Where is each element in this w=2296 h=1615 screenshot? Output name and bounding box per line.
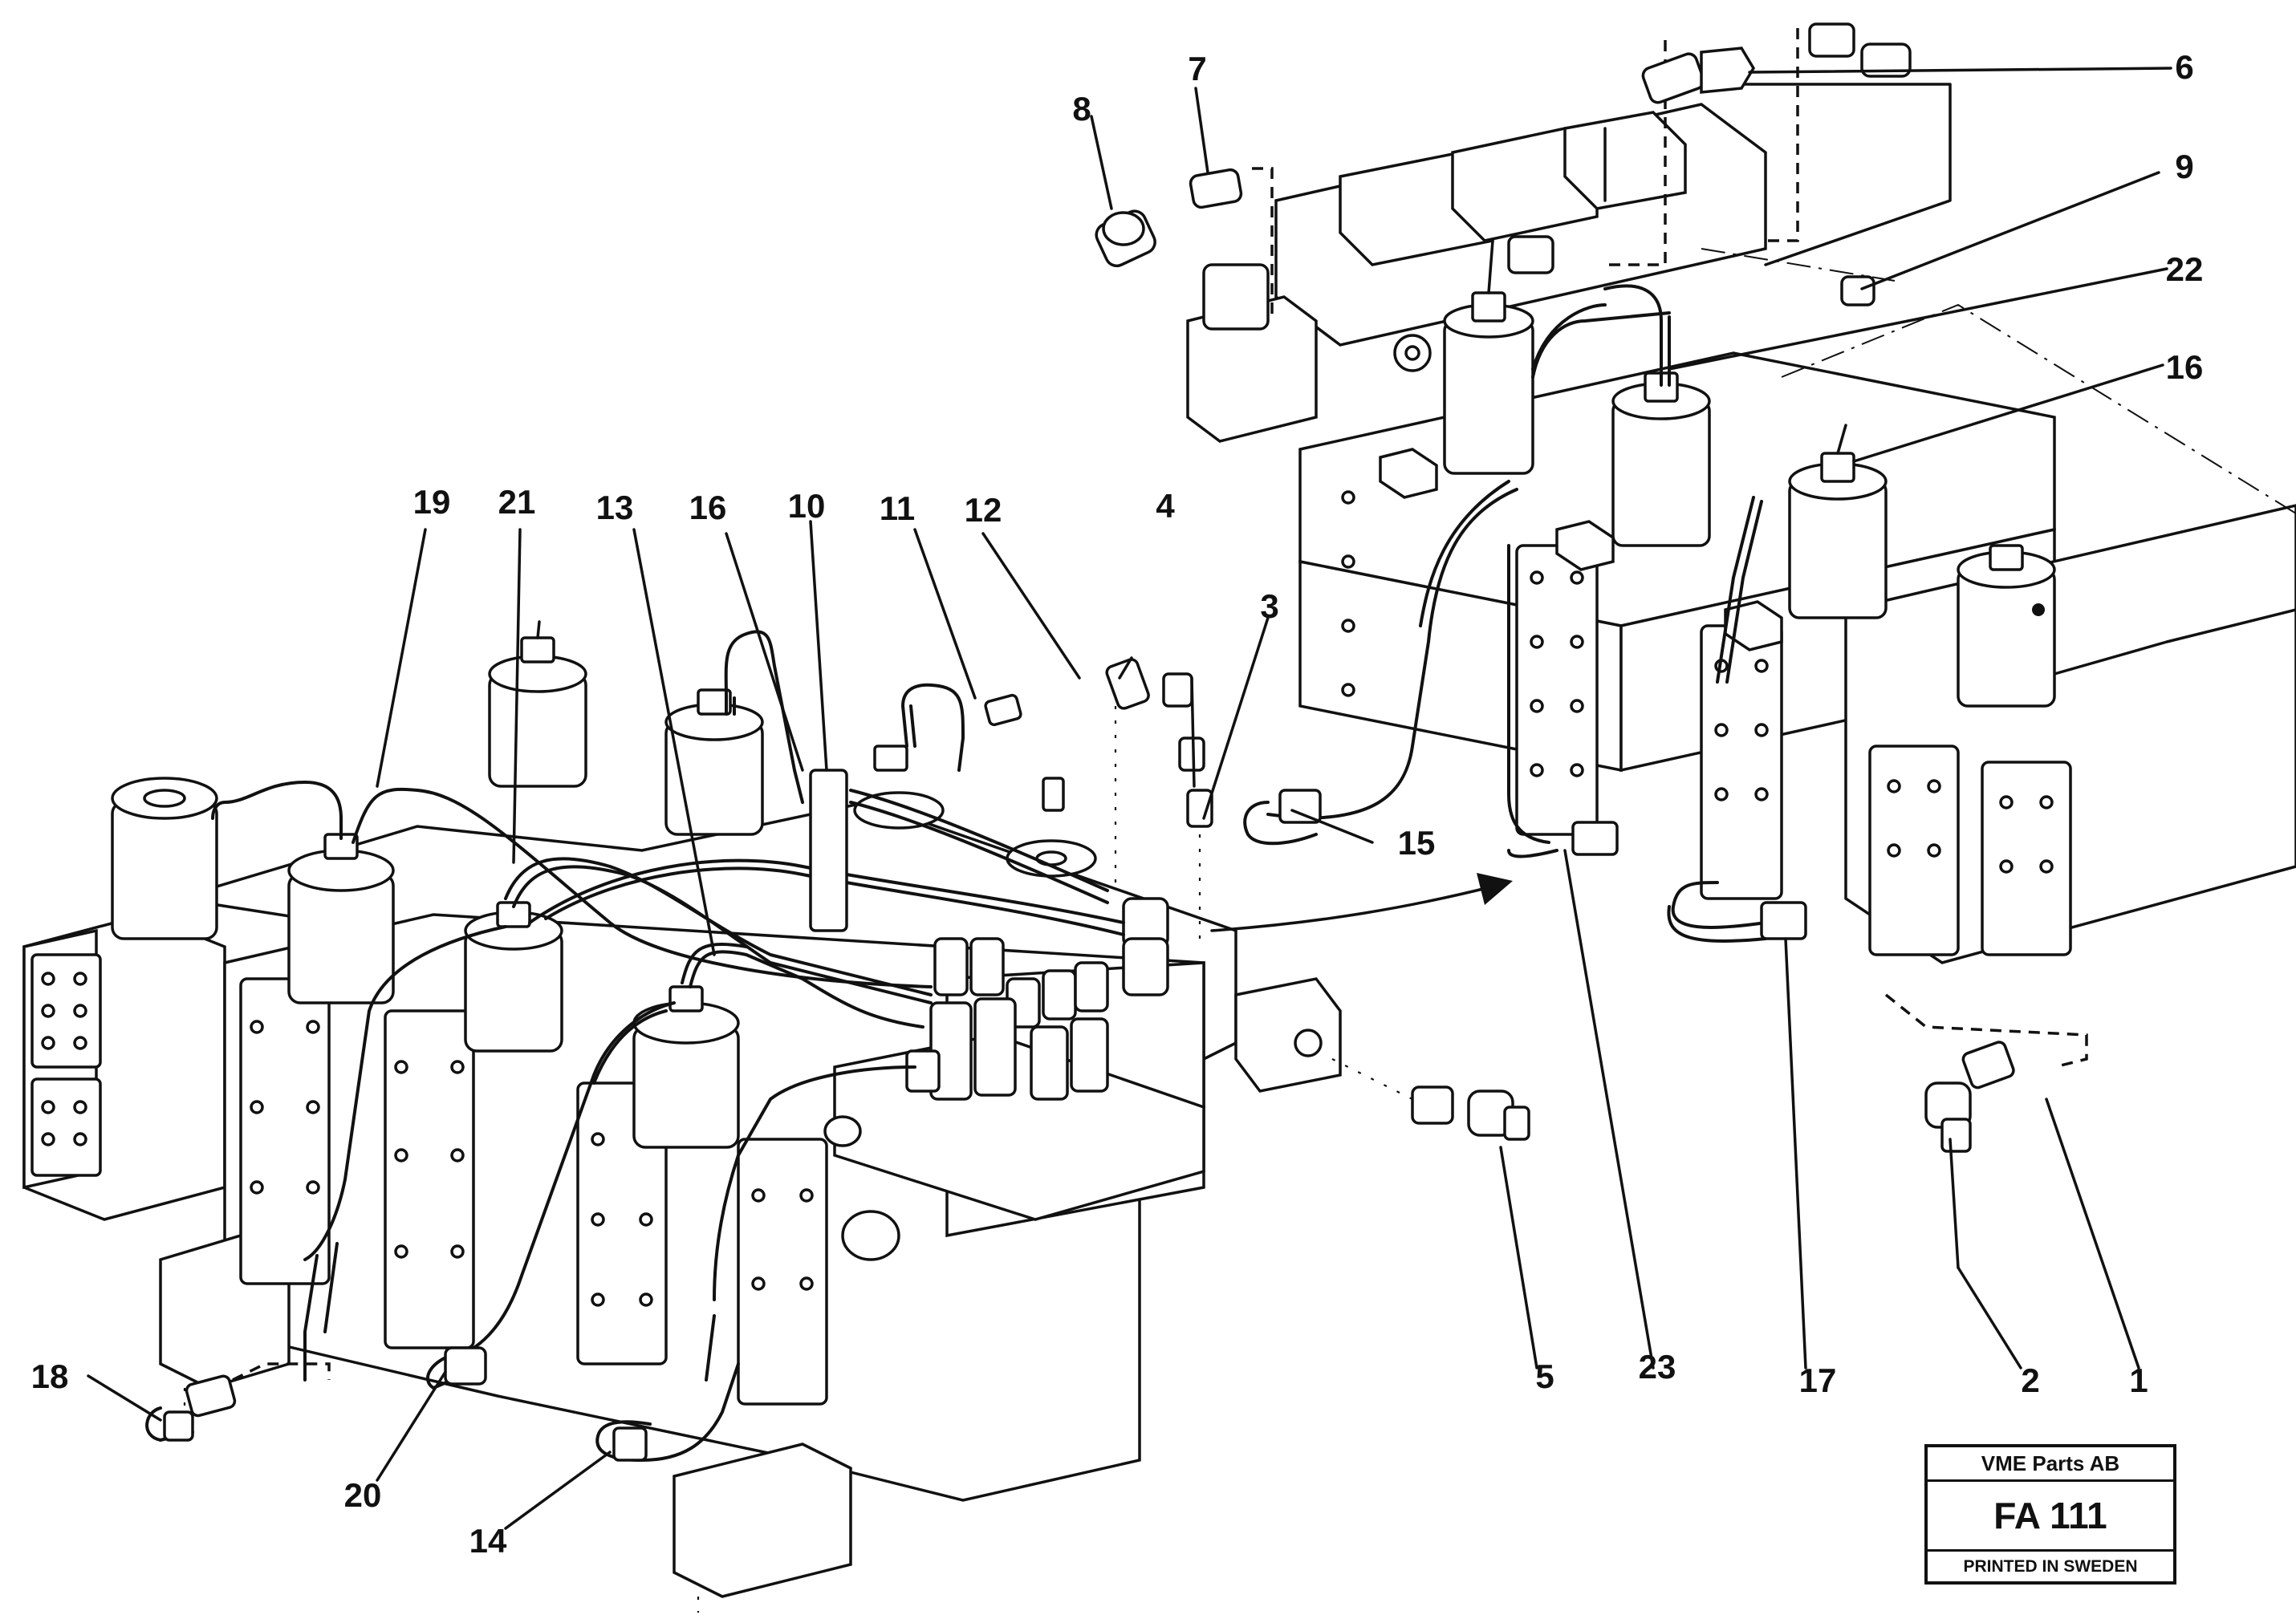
- callout-17: 17: [1799, 1361, 1837, 1399]
- title-block-stamp: VME Parts AB FA 111 PRINTED IN SWEDEN: [1924, 1444, 2176, 1585]
- left-valve-assembly: [22, 620, 2015, 1613]
- stamp-company: VME Parts AB: [1928, 1447, 2173, 1482]
- stamp-code: FA 111: [1928, 1482, 2173, 1552]
- callout-12: 12: [965, 491, 1002, 529]
- callout-16a: 16: [689, 489, 727, 526]
- stamp-printed: PRINTED IN SWEDEN: [1963, 1557, 2138, 1576]
- callout-15: 15: [1398, 824, 1436, 862]
- callout-20: 20: [344, 1476, 382, 1514]
- leader-lines: [87, 67, 2172, 1530]
- callout-7: 7: [1188, 50, 1206, 87]
- callout-3: 3: [1260, 587, 1278, 625]
- callout-4: 4: [1156, 487, 1175, 525]
- callout-9: 9: [2175, 148, 2193, 185]
- callout-6: 6: [2175, 48, 2193, 86]
- callout-5: 5: [1535, 1357, 1554, 1395]
- callout-22: 22: [2166, 250, 2204, 288]
- callout-1: 1: [2129, 1361, 2148, 1399]
- callout-13: 13: [596, 489, 634, 526]
- callout-14: 14: [469, 1522, 507, 1560]
- callout-23: 23: [1639, 1348, 1676, 1386]
- callout-8: 8: [1072, 90, 1091, 128]
- callout-16b: 16: [2166, 348, 2204, 386]
- callout-21: 21: [498, 483, 536, 521]
- callout-10: 10: [788, 487, 826, 525]
- callout-19: 19: [413, 483, 451, 521]
- callout-11: 11: [880, 489, 915, 527]
- right-valve-assembly: [1095, 22, 2296, 1069]
- callout-18: 18: [31, 1357, 69, 1395]
- callout-2: 2: [2021, 1361, 2039, 1399]
- callout-labels: 1 2 3 4 5 6 7 8 9 10 11 12 13 14 15 16 1…: [31, 48, 2204, 1560]
